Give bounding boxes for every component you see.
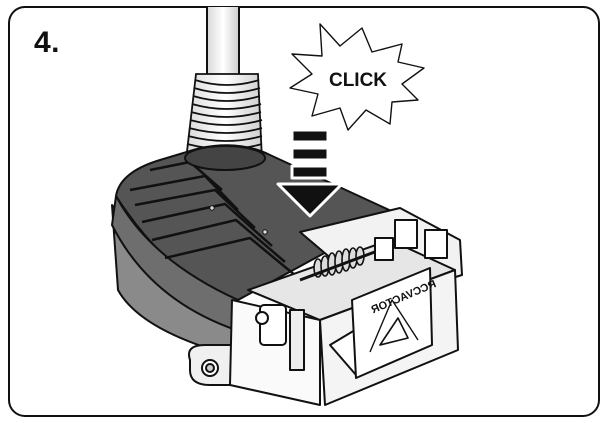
step-number: 4. bbox=[34, 26, 61, 59]
vacuum-head-body bbox=[111, 144, 401, 356]
click-label: CLICK bbox=[329, 70, 387, 91]
click-burst-callout: CLICK bbox=[289, 23, 425, 131]
vacuum-pipe bbox=[206, 7, 240, 81]
press-down-arrow-icon bbox=[276, 128, 344, 218]
latch-module bbox=[229, 207, 463, 406]
mounting-tab bbox=[188, 344, 241, 386]
latch-spring bbox=[313, 246, 365, 278]
